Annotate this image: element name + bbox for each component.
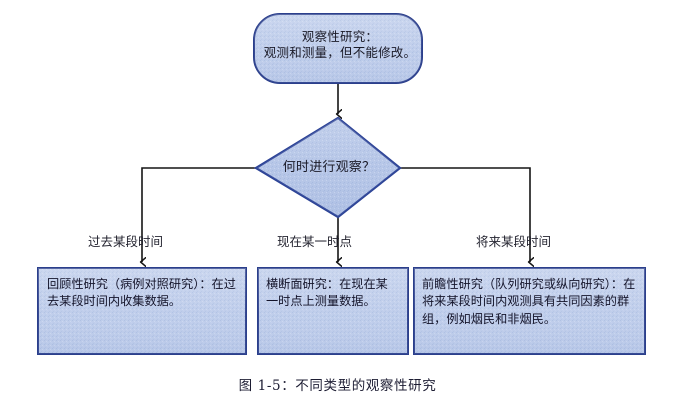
prospective-node-label: 前瞻性研究（队列研究或纵向研究）：在将来某段时间内观测具有共同因素的群组，例如烟… xyxy=(422,277,636,326)
retrospective-node-label: 回顾性研究（病例对照研究）：在过去某段时间内收集数据。 xyxy=(47,277,236,309)
cross-sectional-node xyxy=(257,267,409,355)
decision-node xyxy=(253,116,402,219)
connector-decision-to-retrospective xyxy=(142,167,256,262)
start-node xyxy=(253,13,423,84)
edge-label-past: 过去某段时间 xyxy=(88,234,164,249)
retrospective-node xyxy=(37,267,247,355)
edge-label-future: 将来某段时间 xyxy=(476,234,552,249)
prospective-node xyxy=(413,267,646,355)
cross-sectional-node-label: 横断面研究：在现在某一时点上测量数据。 xyxy=(266,277,388,309)
connector-decision-to-prospective xyxy=(400,167,530,262)
figure-caption: 图 1-5：不同类型的观察性研究 xyxy=(238,378,437,394)
connector-layer xyxy=(142,83,530,262)
edge-label-present: 现在某一时点 xyxy=(277,234,353,249)
